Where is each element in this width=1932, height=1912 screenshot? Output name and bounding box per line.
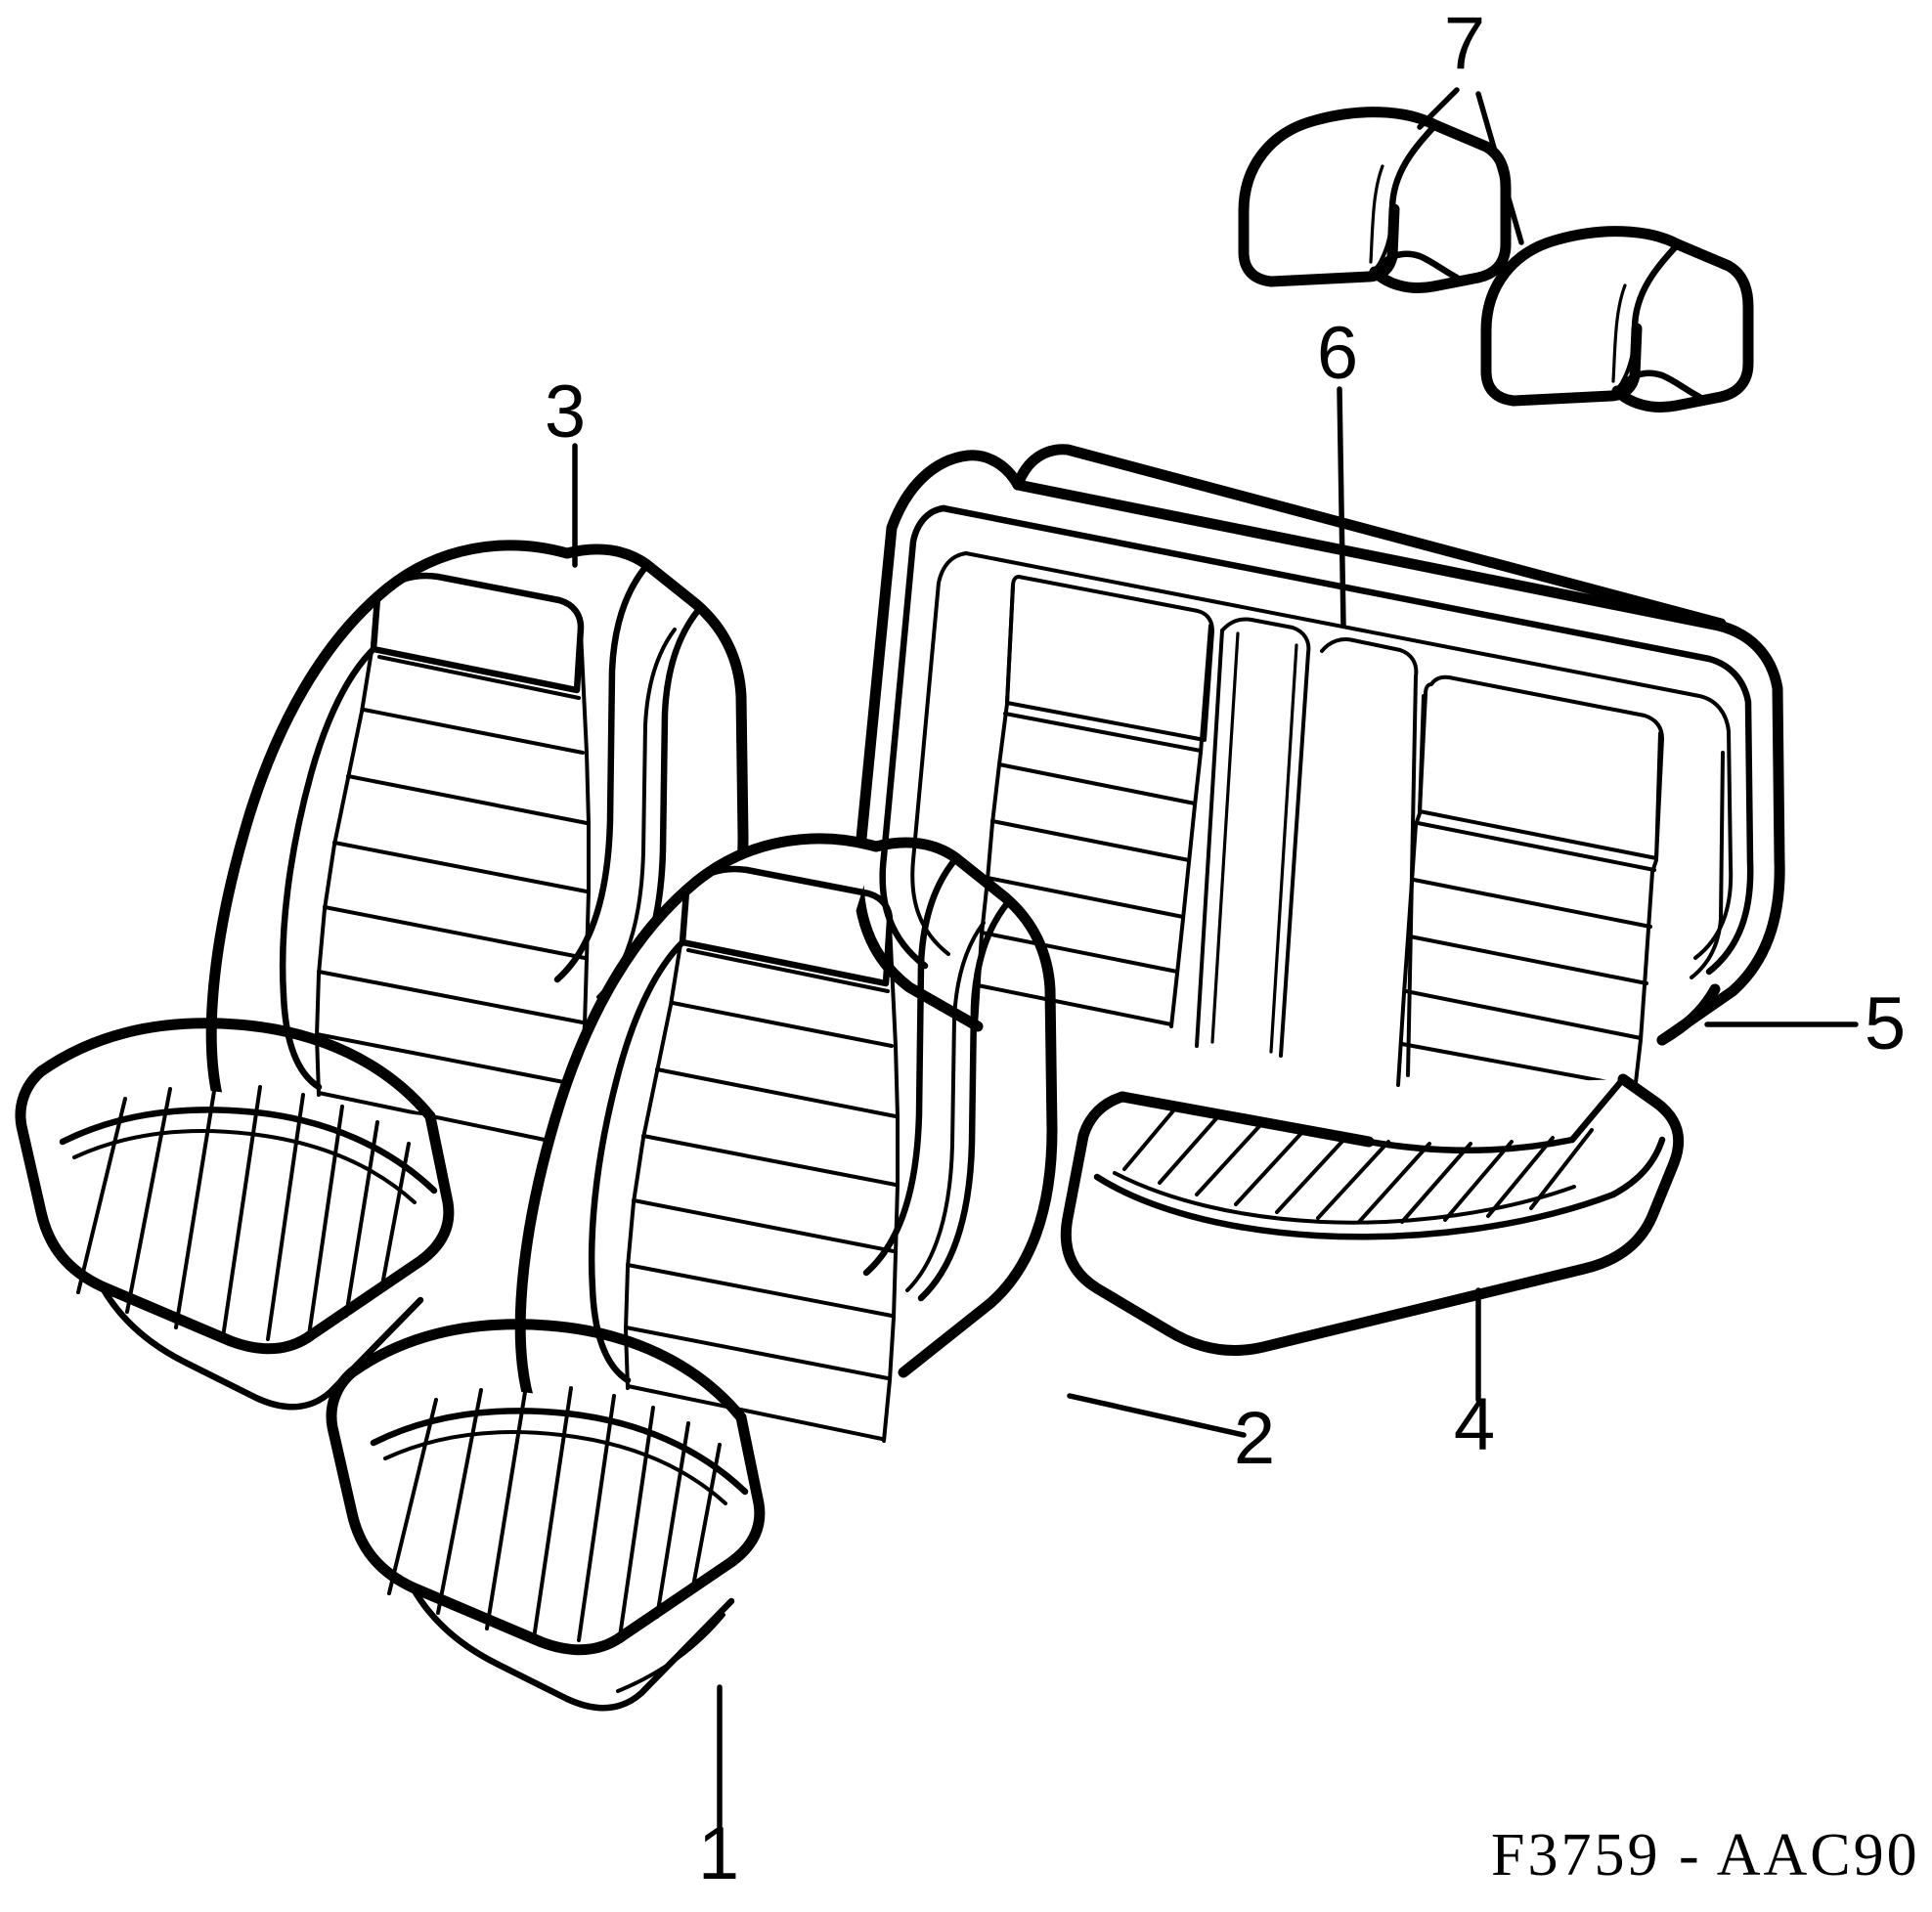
leader-line-2 (1067, 1393, 1247, 1438)
callout-label-7: 7 (1444, 2, 1485, 85)
part-rear-bench-backrest (853, 444, 1785, 1093)
callout-label-3: 3 (545, 370, 586, 454)
leader-line-6 (1337, 386, 1346, 629)
part-rear-bench-cushion (1060, 1073, 1685, 1356)
part-head-restraint-left (1238, 107, 1512, 294)
figure-caption: F3759 - AAC90 (1491, 1822, 1920, 1889)
callout-label-2: 2 (1234, 1397, 1275, 1480)
callout-label-6: 6 (1317, 312, 1358, 395)
part-rear-bench-centre-panel (1195, 617, 1311, 1058)
callout-label-1: 1 (698, 1812, 739, 1895)
part-front-seat-cushion-left (15, 1018, 455, 1411)
part-front-seat-cushion-right (326, 1319, 766, 1712)
callout-label-4: 4 (1454, 1383, 1495, 1466)
part-front-seat-backrest-right (514, 833, 1058, 1478)
part-head-restraint-right (1480, 226, 1754, 413)
callout-label-5: 5 (1865, 982, 1906, 1065)
leader-line-7 (1417, 87, 1524, 245)
